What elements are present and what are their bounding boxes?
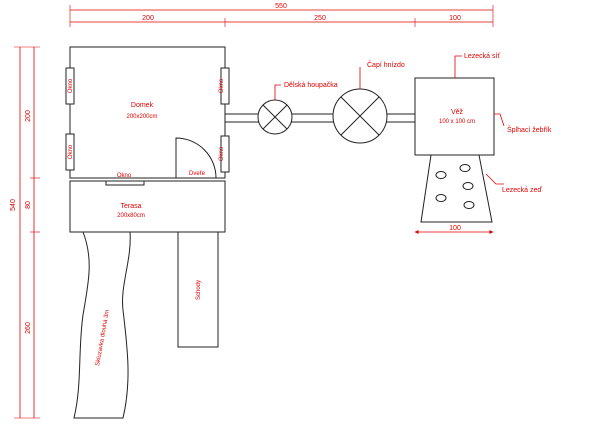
stork-nest: Čapí hnízdo xyxy=(332,60,405,144)
total-width-label: 550 xyxy=(275,3,287,10)
house-outline xyxy=(69,46,226,179)
house-height-label: 200 xyxy=(25,110,32,122)
climbing-wall-leader xyxy=(485,173,504,185)
window-right-bottom-label: Okno xyxy=(219,146,225,161)
house-name: Domek xyxy=(131,102,154,109)
stairs-label: Schody xyxy=(196,280,202,300)
stairs: Schody xyxy=(177,231,219,348)
house: Domek 200x200cm Okno Okno Okno Okno Okno… xyxy=(65,46,230,186)
climbing-ladder-leader xyxy=(494,113,505,127)
door-swing xyxy=(175,137,217,179)
slide-height-label: 260 xyxy=(25,322,32,334)
tower-size: 100 x 100 cm xyxy=(439,119,475,125)
window-left-top xyxy=(65,67,75,105)
long-swing: Dělská houpačka xyxy=(257,82,338,135)
wall-width-label: 100 xyxy=(449,225,461,232)
door-label: Dveře xyxy=(189,171,206,177)
terrace-name: Terasa xyxy=(120,203,141,210)
terrace-outline xyxy=(69,180,226,233)
climbing-wall-label: Lezecká zeď xyxy=(502,187,542,194)
tower-name: Věž xyxy=(451,109,464,116)
top-dimensions: 550 200 250 100 xyxy=(69,3,494,27)
left-dimensions: 540 200 80 260 xyxy=(10,46,40,419)
tower-outline xyxy=(414,77,495,156)
window-bottom xyxy=(105,180,145,186)
stairs-outline xyxy=(177,231,219,348)
slide-outline xyxy=(73,231,131,419)
climbing-wall-outline xyxy=(420,154,493,223)
bridge-width-label: 250 xyxy=(314,15,326,22)
tower: Věž 100 x 100 cm Lezecká síť Šplhací žeb… xyxy=(414,53,552,156)
house-width-label: 200 xyxy=(142,15,154,22)
terrace-size: 200x80cm xyxy=(117,213,145,219)
window-bottom-label: Okno xyxy=(117,173,132,179)
window-right-top xyxy=(220,67,230,105)
total-height-label: 540 xyxy=(10,199,17,211)
window-right-top-label: Okno xyxy=(219,78,225,93)
long-swing-label: Dělská houpačka xyxy=(284,82,338,89)
slide: Skluzavka dlouhá 3m xyxy=(73,231,131,419)
house-size: 200x200cm xyxy=(126,114,157,120)
stork-nest-label: Čapí hnízdo xyxy=(367,60,405,69)
long-swing-leader xyxy=(274,84,281,100)
climbing-wall: Lezecká zeď 100 xyxy=(414,154,542,234)
window-left-top-label: Okno xyxy=(68,78,74,93)
window-left-bottom-label: Okno xyxy=(68,144,74,159)
terrace-height-label: 80 xyxy=(25,201,32,209)
climbing-ladder-label: Šplhací žebřík xyxy=(507,125,552,134)
window-left-bottom xyxy=(65,133,75,171)
tower-width-label: 100 xyxy=(449,15,461,22)
window-right-bottom xyxy=(220,135,230,173)
terrace: Terasa 200x80cm xyxy=(69,180,226,233)
climbing-net-label: Lezecká síť xyxy=(464,53,500,60)
climbing-net-leader xyxy=(454,55,462,78)
